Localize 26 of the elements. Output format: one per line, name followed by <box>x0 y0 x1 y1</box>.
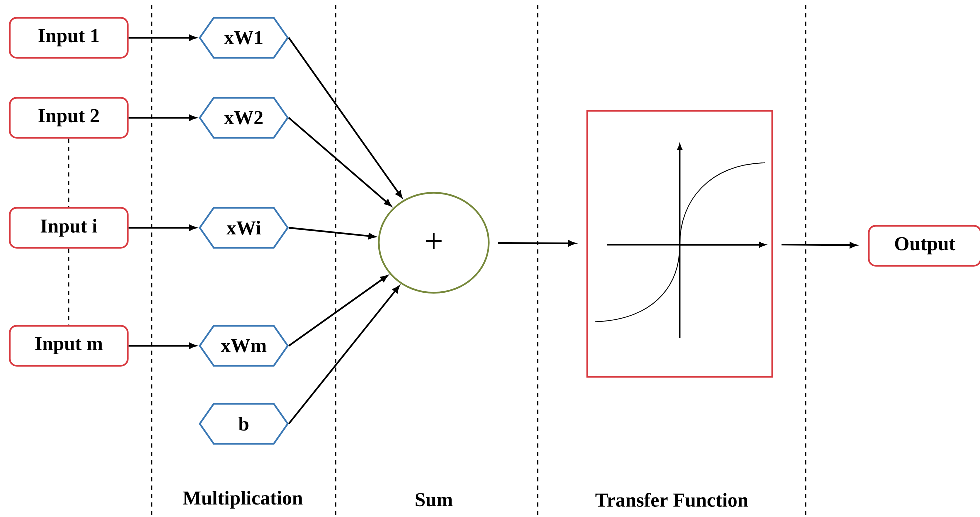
arrow <box>128 34 196 42</box>
multiplier-hexagon: xWi <box>198 207 290 249</box>
arrow <box>288 38 403 198</box>
arrow <box>128 114 196 122</box>
arrow <box>288 275 388 347</box>
multiplier-hexagon: xW1 <box>198 17 290 59</box>
dashed-line <box>68 138 70 208</box>
arrow <box>128 342 196 350</box>
arrow <box>128 224 196 232</box>
input-box: Output <box>868 225 980 267</box>
column-label: Sum <box>416 493 453 507</box>
transfer-function-box <box>586 110 774 378</box>
multiplier-hexagon: xWm <box>198 325 290 367</box>
input-box: Input m <box>9 325 129 367</box>
input-box: Input i <box>9 207 129 249</box>
input-box: Input 2 <box>9 97 129 139</box>
column-label: Multiplication <box>183 491 303 509</box>
column-label: Transfer Function <box>596 492 748 508</box>
arrow <box>782 242 858 248</box>
multiplier-hexagon: b <box>198 403 290 445</box>
arrow <box>288 227 376 240</box>
arrow <box>288 117 392 207</box>
arrow <box>288 286 400 425</box>
input-box: Input 1 <box>9 17 129 59</box>
multiplier-hexagon: xW2 <box>198 97 290 139</box>
arrow <box>498 240 576 247</box>
